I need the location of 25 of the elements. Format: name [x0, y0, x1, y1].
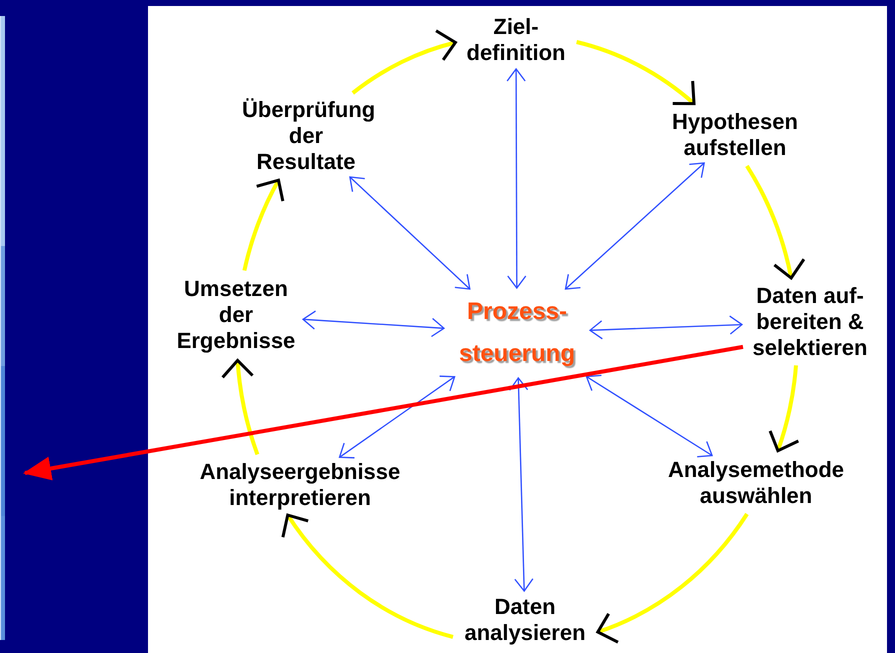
double-arrow	[302, 310, 445, 338]
arrow	[23, 344, 744, 480]
double-arrow	[506, 68, 526, 289]
step-label: Daten auf- bereiten & selektieren	[745, 283, 875, 361]
cycle-arrow	[242, 178, 285, 271]
cycle-arrow	[352, 30, 457, 95]
center-label: Prozess- steuerung	[447, 291, 587, 375]
cycle-arrow	[282, 514, 454, 639]
double-arrow	[564, 162, 705, 290]
cycle-arrow	[745, 164, 805, 280]
double-arrow	[589, 315, 743, 340]
step-label: Hypothesen aufstellen	[660, 109, 810, 161]
step-label: Umsetzen der Ergebnisse	[172, 276, 300, 354]
step-label: Analysemethode auswählen	[656, 457, 856, 509]
cycle-arrow	[221, 358, 260, 456]
double-arrow	[586, 374, 713, 458]
cycle-arrow	[596, 512, 749, 643]
cycle-arrow	[576, 40, 696, 106]
step-label: Ziel- definition	[461, 14, 571, 66]
step-label: Analyseergebnisse interpretieren	[192, 459, 408, 511]
double-arrow	[508, 377, 534, 592]
cycle-arrow	[768, 365, 800, 452]
step-label: Daten analysieren	[458, 594, 592, 646]
double-arrow	[349, 176, 470, 290]
double-arrow	[338, 376, 456, 458]
